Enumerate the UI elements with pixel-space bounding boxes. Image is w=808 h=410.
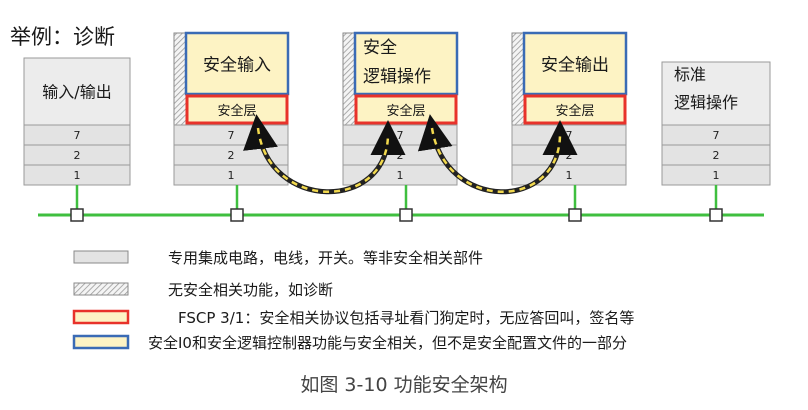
- safety-communication-arrow-2: [417, 114, 578, 195]
- legend-swatch-red: [72, 309, 130, 325]
- legend-text: FSCP 3/1：安全相关协议包括寻址看门狗定时，无应答回叫，签名等: [178, 309, 634, 327]
- safety-function-box: [184, 31, 290, 96]
- legend-text: 专用集成电路，电线，开关。等非安全相关部件: [168, 249, 483, 267]
- node-label-line: 安全: [363, 38, 397, 58]
- protocol-layer-number: 2: [397, 149, 404, 162]
- bus-connector-node: [230, 208, 244, 222]
- node-label-line: 逻辑操作: [363, 67, 431, 87]
- legend-item: 专用集成电路，电线，开关。等非安全相关部件: [73, 249, 483, 267]
- protocol-layer-number: 7: [74, 129, 81, 142]
- legend-item: FSCP 3/1：安全相关协议包括寻址看门狗定时，无应答回叫，签名等: [72, 309, 634, 327]
- legend-swatch-hatched: [73, 282, 129, 296]
- protocol-layer-number: 7: [228, 129, 235, 142]
- bus-connector-node: [568, 208, 582, 222]
- arrow-dash: [430, 127, 562, 193]
- diagram-title: 举例：诊断: [10, 25, 115, 49]
- safety-function-box: [522, 31, 628, 96]
- bus-connector-node: [399, 208, 413, 222]
- bus-connector-node: [70, 208, 84, 222]
- standard-function-box: [661, 61, 771, 126]
- node-1: 输入/输出 7 2 1: [23, 57, 131, 222]
- protocol-layer-number: 2: [713, 149, 720, 162]
- hatched-diagnostic-strip: [173, 32, 187, 126]
- bus-connector-node: [709, 208, 723, 222]
- safety-layer-label: 安全层: [217, 103, 256, 119]
- legend-text: 无安全相关功能，如诊断: [168, 281, 333, 299]
- protocol-layer-1: [173, 164, 289, 186]
- protocol-layer-number: 1: [713, 169, 720, 182]
- legend-swatch-gray: [73, 250, 129, 264]
- legend-item: 安全I0和安全逻辑控制器功能与安全相关，但不是安全配置文件的一部分: [72, 334, 627, 352]
- protocol-layer-number: 7: [566, 129, 573, 142]
- safety-communication-arrow-1: [243, 114, 406, 195]
- arrow-dash: [256, 127, 390, 193]
- node-label-line: 安全输出: [541, 56, 609, 76]
- legend-swatch-blue: [72, 334, 130, 350]
- legend-text: 安全I0和安全逻辑控制器功能与安全相关，但不是安全配置文件的一部分: [148, 334, 627, 352]
- safety-layer-box: [185, 94, 289, 125]
- protocol-layer-number: 1: [228, 169, 235, 182]
- safety-layer-label: 安全层: [386, 103, 425, 119]
- hatched-diagnostic-strip: [511, 32, 525, 126]
- protocol-layer-number: 1: [74, 169, 81, 182]
- protocol-layer-number: 7: [397, 129, 404, 142]
- hatched-diagnostic-strip: [342, 32, 356, 126]
- protocol-layer-number: 2: [74, 149, 81, 162]
- safety-layer-label: 安全层: [555, 103, 594, 119]
- node-label-line: 安全输入: [203, 56, 271, 76]
- figure-caption: 如图 3-10 功能安全架构: [300, 374, 507, 396]
- protocol-layer-number: 7: [713, 129, 720, 142]
- node-label-line: 标准: [674, 65, 706, 84]
- protocol-layer-number: 1: [397, 169, 404, 182]
- protocol-layer-number: 2: [228, 149, 235, 162]
- protocol-layer-number: 1: [566, 169, 573, 182]
- node-label-line: 逻辑操作: [674, 93, 738, 112]
- arrows-group: [243, 114, 578, 195]
- node-label-line: 输入/输出: [42, 83, 111, 102]
- safety-function-box: [353, 31, 459, 96]
- legend-item: 无安全相关功能，如诊断: [73, 281, 333, 299]
- protocol-layer-number: 2: [566, 149, 573, 162]
